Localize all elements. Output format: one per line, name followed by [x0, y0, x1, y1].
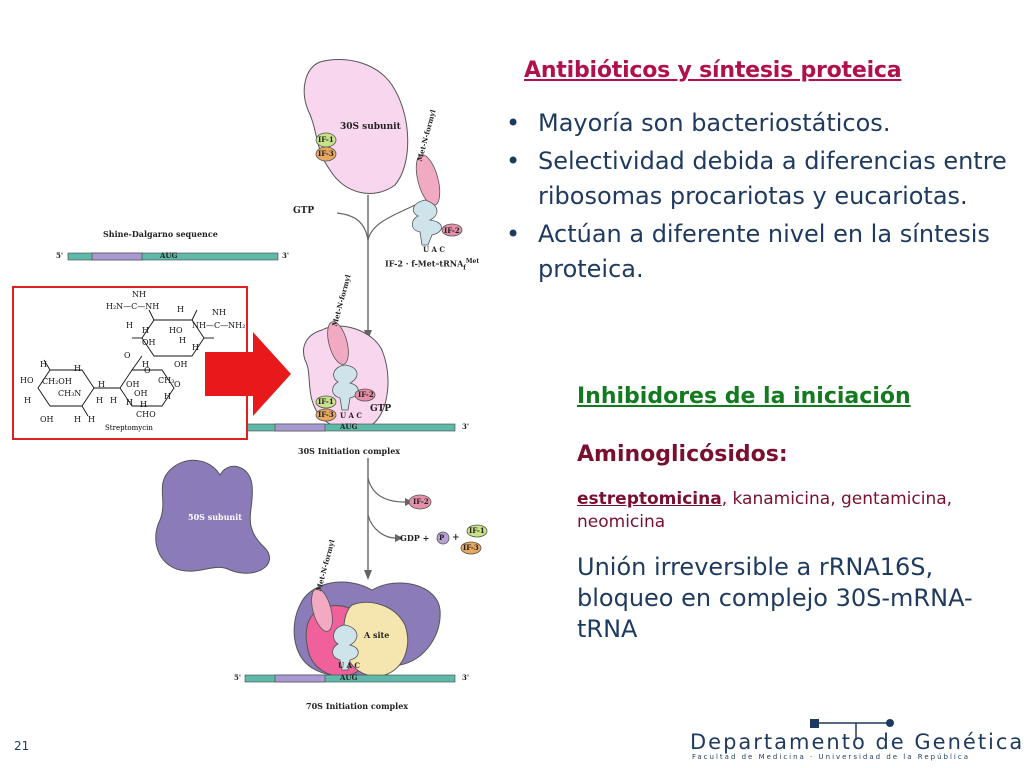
bullet-dot: •	[506, 147, 521, 175]
if3-shape	[315, 146, 337, 162]
if2-label-release: IF-2	[413, 497, 429, 506]
three-prime-bottom: 3'	[462, 673, 470, 682]
a-site-label: A site	[364, 630, 390, 640]
mechanism-text: Unión irreversible a rRNA16S, bloqueo en…	[577, 553, 973, 643]
bullet-text: Selectividad debida a diferencias entre …	[538, 147, 1007, 210]
streptomycin-label: Streptomycin	[105, 424, 153, 432]
bullet-text: Mayoría son bacteriostáticos.	[538, 109, 891, 137]
aug-mid: AUG	[340, 422, 358, 431]
shine-dalgarno-label: Shine-Dalgarno sequence	[103, 229, 218, 239]
uac-label-mid: U A C	[340, 411, 362, 420]
chem-o3: O	[174, 380, 181, 389]
chem-oh1: OH	[142, 338, 156, 347]
chem-h2n: H₂N—C—NH	[106, 302, 160, 311]
chem-h-right-top: H	[177, 305, 184, 314]
three-prime-mid: 3'	[462, 422, 470, 431]
if1-label: IF-1	[318, 135, 334, 144]
five-prime-top: 5'	[56, 251, 64, 260]
slide-title: Antibióticos y síntesis proteica	[524, 58, 902, 83]
chem-oh2: OH	[174, 360, 188, 369]
if2-label-top: IF-2	[444, 226, 460, 235]
chem-h9: H	[24, 396, 31, 405]
drug-list: estreptomicina, kanamicina, gentamicina,…	[577, 488, 997, 534]
gtp-label-top: GTP	[293, 206, 315, 216]
chem-nh-c-nh2: NH—C—NH₂	[192, 321, 246, 330]
uac-label-top: U A C	[423, 245, 445, 254]
class-heading: Aminoglicósidos:	[577, 442, 788, 467]
chem-o1: O	[124, 351, 131, 360]
chem-h3: H	[179, 336, 186, 345]
drug-rest: , kanamicina, gentamicina, neomicina	[577, 489, 953, 532]
if1-label-release: IF-1	[469, 526, 485, 535]
chem-h5: H	[142, 360, 149, 369]
chem-oh5: OH	[40, 415, 54, 424]
uac-label-bottom: U A C	[338, 661, 360, 670]
streptomycin-bonds	[37, 309, 214, 417]
bullet-item: • Mayoría son bacteriostáticos.	[502, 106, 1014, 141]
if2-shape	[441, 223, 463, 237]
if2-complex-label: IF-2 · f-Met–tRNAfMet	[385, 258, 480, 272]
chem-h7: H	[74, 364, 81, 373]
chem-oh4: OH	[134, 389, 148, 398]
chem-h1: H	[126, 321, 133, 330]
chem-h2: H	[142, 326, 149, 335]
section-heading: Inhibidores de la iniciación	[577, 384, 911, 409]
initiation-70s-label: 70S Initiation complex	[306, 701, 409, 711]
red-arrow-icon	[205, 332, 291, 416]
chem-nh-right: NH	[212, 308, 226, 317]
chem-cho: CHO	[136, 410, 156, 419]
chem-o2: O	[144, 366, 151, 375]
chem-h11: H	[110, 396, 117, 405]
chem-nh-top: NH	[132, 290, 146, 299]
chem-h8: H	[98, 380, 105, 389]
chem-h16: H	[88, 415, 95, 424]
chem-h6: H	[40, 360, 47, 369]
three-prime-top: 3'	[282, 251, 290, 260]
chem-h14: H	[140, 400, 147, 409]
subunit-50s-shape	[155, 459, 271, 574]
chem-h15: H	[74, 415, 81, 424]
subunit-50s-label: 50S subunit	[188, 512, 242, 522]
faculty-name: Facultad de Medicina · Universidad de la…	[692, 753, 970, 761]
aug-top: AUG	[160, 251, 178, 260]
chem-h12: H	[126, 398, 133, 407]
phosphate-label: P	[439, 533, 445, 542]
gtp-label-mid: GTP	[370, 404, 392, 414]
chem-ho: HO	[169, 326, 183, 335]
subunit-30s-label: 30S subunit	[340, 122, 401, 132]
drug-highlight: estreptomicina	[577, 489, 722, 509]
if3-label-mid: IF-3	[318, 410, 334, 419]
page-number: 21	[14, 739, 30, 753]
initiation-30s-label: 30S Initiation complex	[298, 446, 401, 456]
trna-body	[411, 199, 442, 246]
bullet-dot: •	[506, 109, 521, 137]
chem-ch2oh: CH₂OH	[42, 377, 72, 386]
chem-h4: H	[192, 343, 199, 352]
department-logo-mark	[810, 719, 894, 740]
bullet-text: Actúan a diferente nivel en la síntesis …	[538, 220, 990, 283]
if2-label-mid: IF-2	[358, 390, 374, 399]
bullet-dot: •	[506, 220, 521, 248]
chem-oh3: OH	[126, 380, 140, 389]
chem-ho2: HO	[20, 376, 34, 385]
if1-label-mid: IF-1	[318, 397, 334, 406]
plus-label: +	[452, 533, 460, 543]
if3-label: IF-3	[318, 149, 334, 158]
gdp-label: GDP +	[400, 533, 430, 543]
chem-ch3: CH₃	[158, 376, 175, 385]
bullet-item: • Selectividad debida a diferencias entre…	[502, 144, 1014, 214]
five-prime-bottom: 5'	[234, 673, 242, 682]
chem-ch3n: CH₃N	[58, 389, 82, 398]
chem-h13: H	[164, 392, 171, 401]
bullet-list: • Mayoría son bacteriostáticos. • Selectiv…	[502, 106, 1014, 290]
initiation-diagram	[67, 59, 488, 683]
department-name: Departamento de Genética	[690, 730, 1024, 754]
bullet-item: • Actúan a diferente nivel en la síntesis…	[502, 217, 1014, 287]
aug-bottom: AUG	[340, 673, 358, 682]
chem-h10: H	[96, 396, 103, 405]
if3-label-release: IF-3	[463, 543, 479, 552]
